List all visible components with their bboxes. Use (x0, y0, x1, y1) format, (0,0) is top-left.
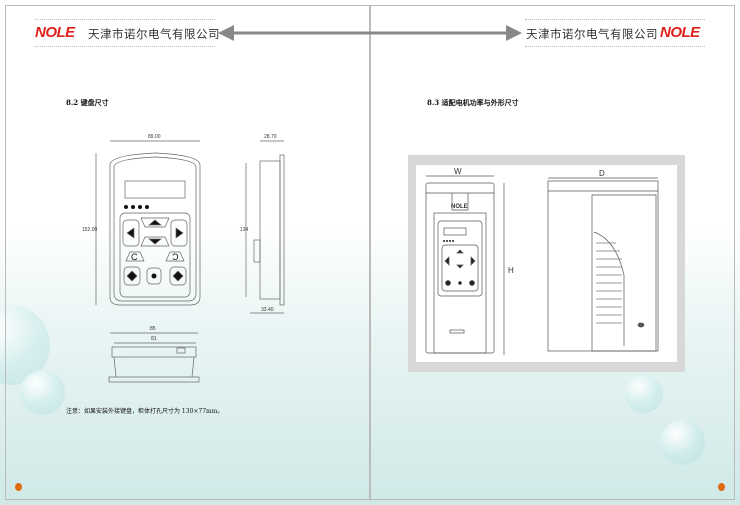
nole-logo: NOLE (35, 24, 75, 41)
dim-d: D (599, 169, 605, 178)
dim-width: 89.00 (148, 134, 161, 140)
decor-bubble (625, 375, 663, 413)
dim-depth-top: 28.70 (264, 134, 277, 140)
left-page (5, 5, 370, 500)
dim-cutout-inner: 81 (151, 336, 157, 342)
page-number-marker (718, 483, 725, 491)
company-name: 天津市诺尔电气有限公司 (526, 27, 658, 41)
double-arrow-icon (218, 25, 522, 41)
keypad-dimension-drawing: 89.00 152.00 C Ɔ 28.70 134 33.40 85 81 (82, 134, 285, 383)
svg-text:Ɔ: Ɔ (172, 252, 179, 262)
dim-w: W (454, 167, 462, 176)
header-divider (525, 19, 705, 20)
header-divider (525, 46, 705, 47)
device-logo: NOLE (451, 204, 468, 210)
dim-depth-bottom: 33.40 (261, 307, 274, 313)
decor-bubble (660, 420, 705, 465)
dim-cutout-outer: 85 (150, 326, 156, 332)
svg-text:C: C (131, 252, 138, 262)
dim-side-height: 134 (240, 227, 249, 233)
cutout-note: 注意：如果安装外接键盘，柜体打孔尺寸为 130×77mm。 (66, 408, 224, 415)
company-name: 天津市诺尔电气有限公司 (88, 27, 220, 41)
page-number-marker (15, 483, 22, 491)
section-title-keypad: 8.2 键盘尺寸 (66, 98, 109, 107)
inverter-dimension-drawing: W H NOLE D (416, 165, 677, 362)
section-title-motor: 8.3 适配电机功率与外形尺寸 (427, 98, 519, 107)
dim-height: 152.00 (82, 227, 98, 233)
nole-logo: NOLE (660, 24, 700, 41)
right-page (370, 5, 735, 500)
inverter-drawing-frame: W H NOLE D (408, 155, 685, 372)
dim-h: H (508, 266, 514, 275)
header-divider (35, 19, 215, 20)
header-divider (35, 46, 215, 47)
decor-bubble (20, 370, 65, 415)
